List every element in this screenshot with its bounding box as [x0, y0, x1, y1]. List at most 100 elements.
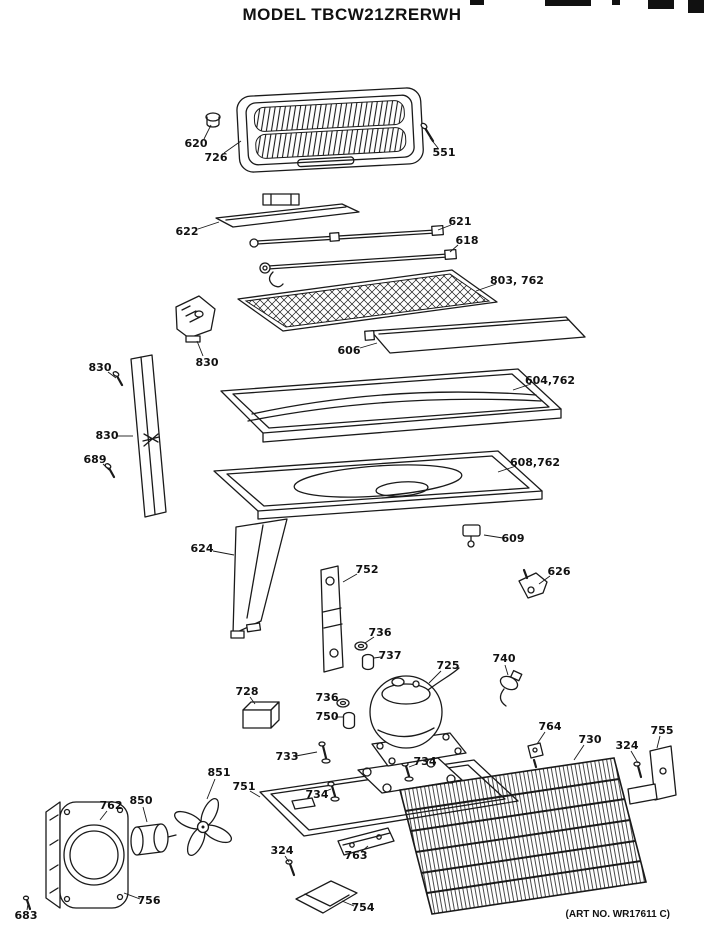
leader-line-740 — [504, 664, 509, 676]
part-label-850: 850 — [130, 794, 153, 807]
leader-line-725 — [428, 670, 442, 684]
part-label-803-762: 803, 762 — [490, 274, 544, 287]
page-edge-marks — [470, 0, 704, 13]
leader-line-755 — [656, 735, 661, 749]
mounting-grommet-737 — [361, 653, 375, 671]
part-label-618: 618 — [456, 234, 479, 247]
evaporator-coil — [236, 87, 424, 173]
leader-line-621 — [437, 224, 452, 231]
leader-line-734 — [408, 763, 418, 768]
leader-line-754 — [341, 900, 355, 907]
leader-line-851 — [206, 778, 216, 800]
leader-line-830 — [196, 340, 204, 357]
leader-line-762 — [99, 810, 108, 821]
leader-line-756 — [123, 892, 141, 900]
compressor — [369, 667, 467, 767]
part-label-736: 736 — [369, 626, 392, 639]
part-label-737: 737 — [379, 649, 402, 662]
leader-line-618 — [449, 244, 459, 253]
leader-line-609 — [483, 534, 504, 539]
leader-line-606 — [359, 342, 378, 349]
part-label-622: 622 — [176, 225, 199, 238]
part-label-608-762: 608,762 — [510, 456, 560, 469]
grommet-cap — [205, 112, 221, 128]
leader-line-850 — [142, 806, 148, 823]
part-label-551: 551 — [433, 146, 456, 159]
drip-tray — [364, 316, 586, 354]
fan-shroud — [45, 801, 129, 909]
part-label-606: 606 — [338, 344, 361, 357]
cover-panel — [230, 518, 288, 639]
leader-line-683 — [26, 903, 29, 911]
part-label-830: 830 — [96, 429, 119, 442]
part-label-609: 609 — [502, 532, 525, 545]
relay — [499, 669, 523, 707]
leader-line-620 — [203, 124, 212, 140]
heater-bracket — [215, 193, 360, 228]
part-label-734: 734 — [306, 788, 329, 801]
part-label-620: 620 — [185, 137, 208, 150]
condenser-coil — [399, 757, 647, 915]
part-label-730: 730 — [579, 733, 602, 746]
mounting-bracket-755 — [627, 745, 677, 805]
freezer-floor-pan — [220, 368, 562, 443]
part-label-624: 624 — [191, 542, 214, 555]
part-label-689: 689 — [84, 453, 107, 466]
leader-line-736 — [332, 698, 339, 702]
lower-pan — [213, 450, 543, 520]
leader-line-551 — [429, 137, 439, 149]
part-label-740: 740 — [493, 652, 516, 665]
leader-line-751 — [249, 790, 261, 798]
part-label-756: 756 — [138, 894, 161, 907]
part-label-324: 324 — [271, 844, 294, 857]
terminal-box — [242, 701, 280, 729]
clip-764 — [527, 742, 544, 769]
leader-line-763 — [360, 845, 369, 853]
screw-324-right — [633, 761, 643, 779]
screw-324-bottom — [285, 859, 296, 877]
grommet-washer-736b — [336, 698, 350, 708]
leader-line-626 — [538, 575, 551, 585]
heater-rod — [249, 224, 444, 248]
part-label-736: 736 — [316, 691, 339, 704]
leader-line-737 — [373, 656, 382, 659]
part-label-754: 754 — [352, 901, 375, 914]
leader-line-622 — [197, 221, 220, 230]
leader-line-803-762 — [475, 283, 497, 292]
leader-line-730 — [573, 744, 585, 761]
bolt-733 — [318, 741, 331, 764]
tube-clamp — [518, 568, 548, 599]
clip-609 — [462, 524, 481, 548]
leader-line-764 — [536, 731, 546, 745]
part-label-762: 762 — [100, 799, 123, 812]
screw-551 — [420, 122, 435, 143]
part-label-752: 752 — [356, 563, 379, 576]
part-label-830: 830 — [89, 361, 112, 374]
defrost-heater — [259, 248, 457, 288]
leader-line-726 — [223, 140, 242, 154]
part-label-621: 621 — [449, 215, 472, 228]
part-label-683: 683 — [15, 909, 38, 922]
grommet-washer-736a — [354, 641, 368, 651]
part-label-755: 755 — [651, 724, 674, 737]
fan-motor — [130, 823, 177, 856]
part-label-324: 324 — [616, 739, 639, 752]
leader-line-324 — [284, 855, 290, 863]
bolt-734-left — [327, 781, 340, 802]
leader-line-734 — [323, 788, 332, 793]
part-label-750: 750 — [316, 710, 339, 723]
part-label-604-762: 604,762 — [525, 374, 575, 387]
part-label-734: 734 — [414, 755, 437, 768]
mullion-strip — [130, 354, 167, 518]
part-label-751: 751 — [233, 780, 256, 793]
leader-line-728 — [249, 696, 256, 705]
part-label-626: 626 — [548, 565, 571, 578]
part-label-830: 830 — [196, 356, 219, 369]
fan-blade — [173, 797, 233, 857]
mounting-grommet-750 — [342, 711, 356, 730]
part-label-728: 728 — [236, 685, 259, 698]
support-bracket — [320, 565, 344, 673]
support-rail — [337, 827, 395, 856]
